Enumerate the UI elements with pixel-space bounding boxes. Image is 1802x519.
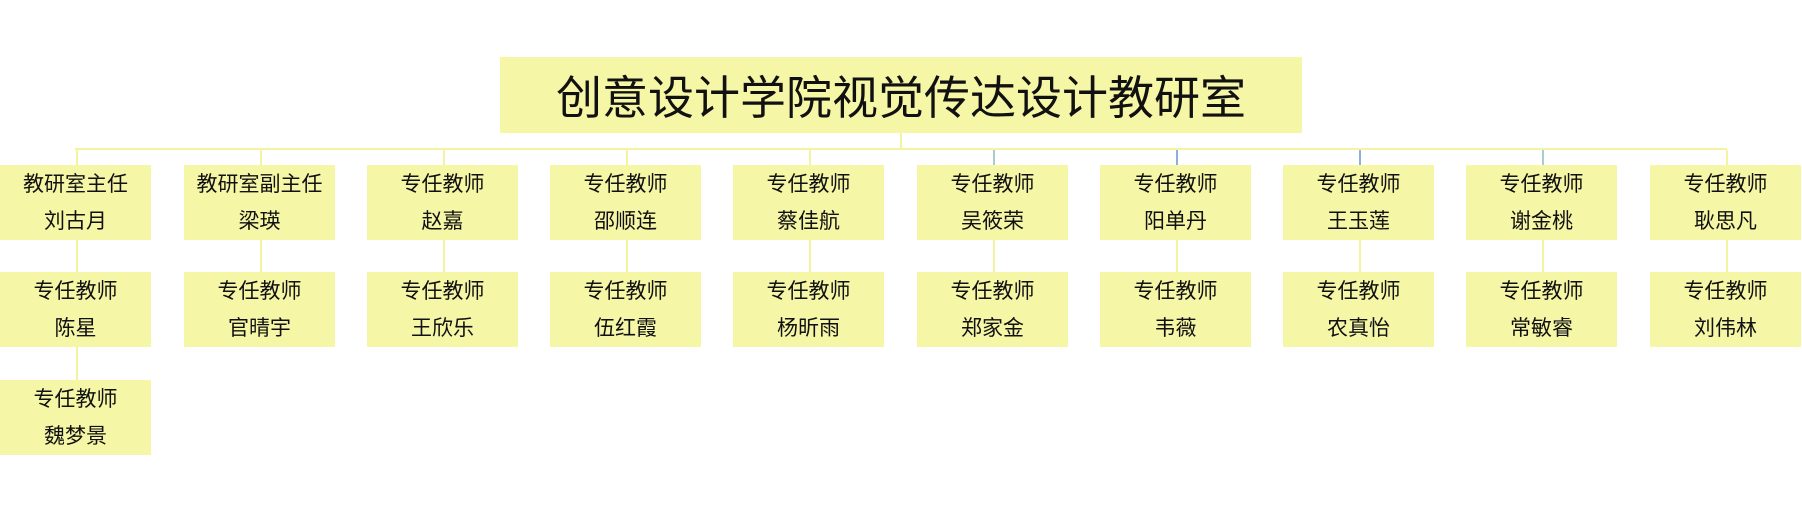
member-role: 专任教师: [766, 278, 851, 303]
member-box: 教研室主任刘古月: [0, 165, 151, 240]
member-role: 专任教师: [1683, 171, 1768, 196]
member-box: 专任教师魏梦景: [0, 380, 151, 455]
member-box: 专任教师蔡佳航: [733, 165, 884, 240]
member-name: 阳单丹: [1144, 208, 1207, 233]
connector-horizontal: [75, 148, 1727, 150]
member-box: 专任教师郑家金: [917, 272, 1068, 347]
member-name: 王欣乐: [411, 315, 474, 340]
member-name: 吴筱荣: [961, 208, 1024, 233]
member-box: 专任教师邵顺连: [550, 165, 701, 240]
member-box: 专任教师耿思凡: [1650, 165, 1801, 240]
member-name: 官晴宇: [228, 315, 291, 340]
member-name: 杨昕雨: [777, 315, 840, 340]
member-box: 专任教师农真怡: [1283, 272, 1434, 347]
member-name: 邵顺连: [594, 208, 657, 233]
member-box: 专任教师韦薇: [1100, 272, 1251, 347]
member-box: 专任教师常敏睿: [1466, 272, 1617, 347]
member-name: 赵嘉: [421, 208, 464, 233]
connector-vertical: [76, 150, 78, 380]
connector-top: [993, 150, 995, 165]
connector-top: [1176, 150, 1178, 165]
member-role: 专任教师: [400, 171, 485, 196]
member-box: 专任教师伍红霞: [550, 272, 701, 347]
member-box: 专任教师王玉莲: [1283, 165, 1434, 240]
member-box: 专任教师王欣乐: [367, 272, 518, 347]
member-role: 专任教师: [400, 278, 485, 303]
member-role: 专任教师: [33, 278, 118, 303]
member-name: 魏梦景: [44, 423, 107, 448]
member-role: 专任教师: [1499, 278, 1584, 303]
member-name: 伍红霞: [594, 315, 657, 340]
member-role: 专任教师: [1316, 171, 1401, 196]
member-role: 专任教师: [766, 171, 851, 196]
member-name: 郑家金: [961, 315, 1024, 340]
member-role: 专任教师: [583, 278, 668, 303]
member-name: 刘伟林: [1694, 315, 1757, 340]
connector-top: [1542, 150, 1544, 165]
member-box: 专任教师官晴宇: [184, 272, 335, 347]
member-role: 专任教师: [950, 278, 1035, 303]
member-role: 专任教师: [1683, 278, 1768, 303]
member-role: 教研室副主任: [196, 171, 323, 196]
connector-top: [1359, 150, 1361, 165]
member-box: 专任教师刘伟林: [1650, 272, 1801, 347]
member-name: 陈星: [54, 315, 97, 340]
member-name: 蔡佳航: [777, 208, 840, 233]
member-name: 刘古月: [44, 208, 107, 233]
member-name: 常敏睿: [1510, 315, 1573, 340]
member-role: 专任教师: [1316, 278, 1401, 303]
member-name: 耿思凡: [1694, 208, 1757, 233]
member-role: 专任教师: [1499, 171, 1584, 196]
member-name: 王玉莲: [1327, 208, 1390, 233]
member-role: 教研室主任: [23, 171, 128, 196]
member-box: 专任教师杨昕雨: [733, 272, 884, 347]
connector-title: [900, 133, 902, 150]
member-role: 专任教师: [33, 386, 118, 411]
member-name: 农真怡: [1327, 315, 1390, 340]
member-role: 专任教师: [950, 171, 1035, 196]
member-name: 梁瑛: [238, 208, 281, 233]
member-box: 教研室副主任梁瑛: [184, 165, 335, 240]
member-name: 韦薇: [1154, 315, 1197, 340]
member-role: 专任教师: [1133, 171, 1218, 196]
member-role: 专任教师: [1133, 278, 1218, 303]
member-box: 专任教师阳单丹: [1100, 165, 1251, 240]
member-box: 专任教师吴筱荣: [917, 165, 1068, 240]
member-name: 谢金桃: [1510, 208, 1573, 233]
member-box: 专任教师谢金桃: [1466, 165, 1617, 240]
member-box: 专任教师陈星: [0, 272, 151, 347]
member-role: 专任教师: [583, 171, 668, 196]
member-box: 专任教师赵嘉: [367, 165, 518, 240]
member-role: 专任教师: [217, 278, 302, 303]
org-chart-title: 创意设计学院视觉传达设计教研室: [500, 57, 1302, 133]
